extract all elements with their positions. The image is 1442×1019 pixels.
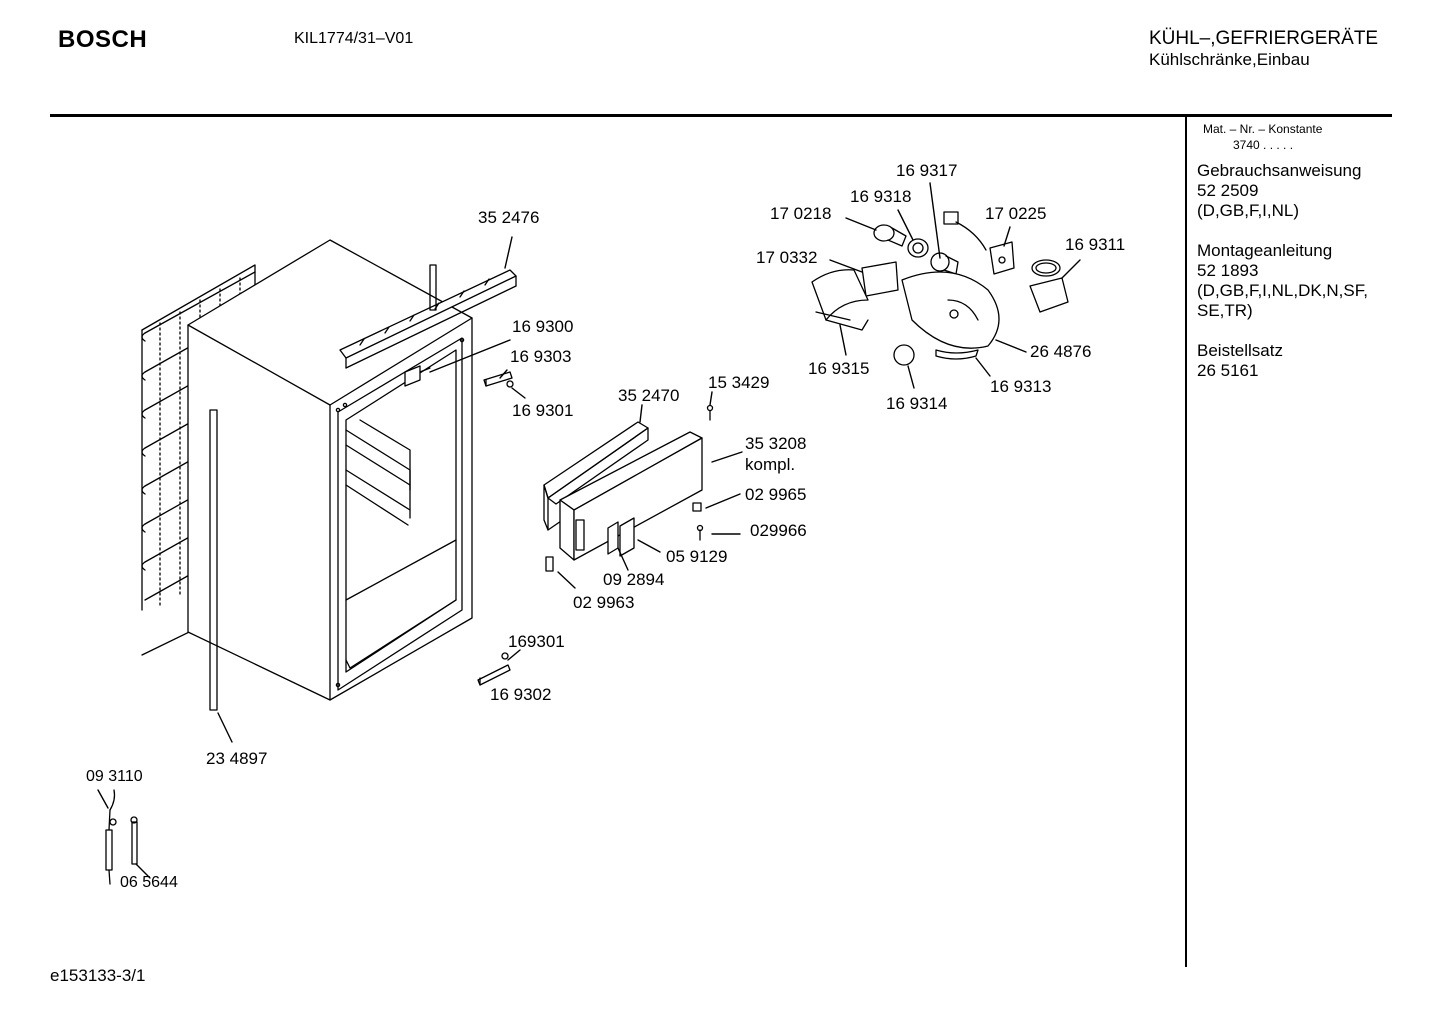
category-subtitle: Kühlschränke,Einbau — [1149, 50, 1310, 69]
part-label: 35 3208 — [745, 434, 807, 453]
part-label: 16 9302 — [490, 685, 552, 704]
header-divider — [50, 114, 1392, 117]
door-handle[interactable] — [607, 517, 635, 557]
part-label: 17 0225 — [985, 204, 1047, 223]
mat-number-label: Mat. – Nr. – Konstante — [1203, 122, 1323, 136]
part-label: 09 2894 — [603, 570, 665, 589]
part-label: 35 2476 — [478, 208, 540, 227]
lamp-holder[interactable] — [930, 252, 959, 275]
part-label: 05 9129 — [666, 547, 728, 566]
part-label: 02 9963 — [573, 593, 635, 612]
door-small-parts[interactable] — [545, 404, 714, 572]
part-label: 16 9315 — [808, 359, 870, 378]
part-label: 16 9301 — [512, 401, 574, 420]
leader-lines — [97, 182, 1081, 879]
control-knob[interactable] — [893, 344, 915, 366]
part-label: 15 3429 — [708, 373, 770, 392]
part-label: 23 4897 — [206, 749, 268, 768]
thermostat[interactable] — [1029, 259, 1069, 313]
refrigerator-cabinet[interactable] — [187, 239, 473, 701]
lamp-bulb[interactable] — [873, 224, 907, 247]
hinge-bottom[interactable] — [477, 652, 511, 686]
part-label: 029966 — [750, 521, 807, 540]
drawing-code: e153133-3/1 — [50, 966, 146, 985]
category-title: KÜHL–,GEFRIERGERÄTE — [1149, 28, 1379, 49]
door-seal-strip[interactable] — [209, 409, 218, 711]
doc-number: 52 1893 — [1197, 261, 1259, 280]
doc-title: Montageanleitung — [1197, 241, 1333, 260]
doc-user-manual: Gebrauchsanweisung 52 2509 (D,GB,F,I,NL) — [1197, 161, 1361, 221]
doc-languages-cont: SE,TR) — [1197, 301, 1253, 320]
lamp-cover[interactable] — [811, 269, 869, 331]
hinge-bracket-right[interactable] — [483, 371, 514, 388]
knob-slider[interactable] — [935, 349, 979, 360]
part-label: 169301 — [508, 632, 565, 651]
doc-number: 26 5161 — [1197, 361, 1259, 380]
thermostat-sensor[interactable] — [105, 789, 138, 885]
lamp-socket-ring[interactable] — [907, 238, 929, 258]
part-label: 17 0332 — [756, 248, 818, 267]
part-label: 26 4876 — [1030, 342, 1092, 361]
doc-title: Gebrauchsanweisung — [1197, 161, 1362, 180]
brand-logo: BOSCH — [58, 26, 148, 53]
part-label: 16 9303 — [510, 347, 572, 366]
doc-number: 52 2509 — [1197, 181, 1259, 200]
wiring-harness[interactable] — [943, 211, 987, 251]
doc-installation-manual: Montageanleitung 52 1893 (D,GB,F,I,NL,DK… — [1197, 241, 1368, 321]
part-label: 06 5644 — [120, 874, 178, 891]
part-label: 16 9317 — [896, 161, 958, 180]
freezer-door-panel[interactable] — [559, 431, 703, 561]
part-label: 16 9300 — [512, 317, 574, 336]
part-label-suffix: kompl. — [745, 455, 796, 474]
model-number: KIL1774/31–V01 — [294, 30, 414, 47]
part-label: 02 9965 — [745, 485, 807, 504]
doc-accessory-kit: Beistellsatz 26 5161 — [1197, 341, 1283, 381]
part-label: 35 2470 — [618, 386, 680, 405]
sidebar-divider — [1185, 117, 1187, 967]
doc-languages: (D,GB,F,I,NL) — [1197, 201, 1300, 220]
hinge-top[interactable] — [404, 365, 431, 387]
part-label: 17 0218 — [770, 204, 832, 223]
part-label: 09 3110 — [86, 768, 143, 785]
insulation-pad[interactable] — [861, 261, 899, 297]
part-label: 16 9314 — [886, 394, 948, 413]
exploded-view-drawing — [97, 182, 1081, 885]
top-rail[interactable] — [339, 264, 517, 369]
part-label: 16 9313 — [990, 377, 1052, 396]
thermostat-cover[interactable] — [901, 271, 1000, 349]
doc-languages: (D,GB,F,I,NL,DK,N,SF, — [1197, 281, 1368, 300]
part-label: 16 9311 — [1065, 235, 1126, 254]
mat-number-value: 3740 . . . . . — [1233, 138, 1294, 152]
part-label: 16 9318 — [850, 187, 912, 206]
thermostat-housing[interactable] — [989, 241, 1015, 275]
doc-title: Beistellsatz — [1197, 341, 1283, 360]
